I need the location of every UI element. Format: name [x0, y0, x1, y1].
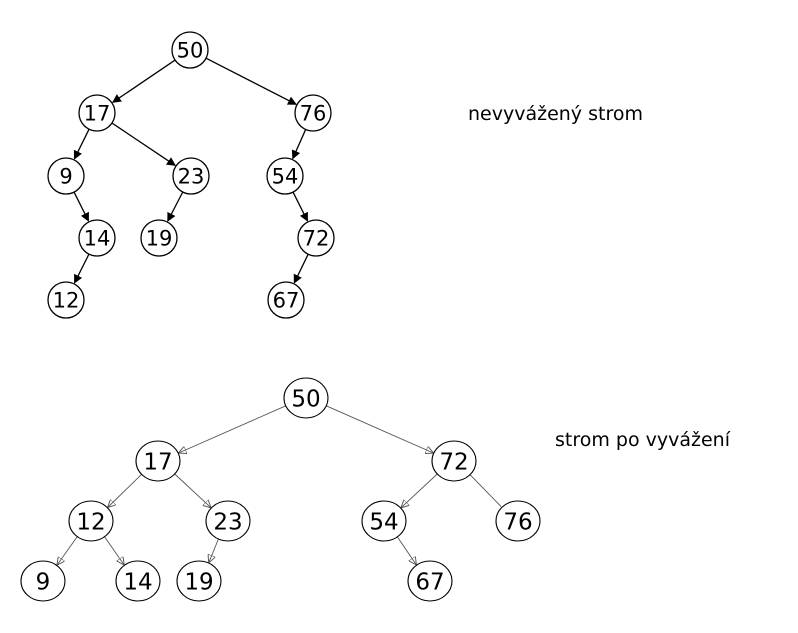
tree-node-54: 54 [361, 500, 407, 542]
edge-u23-u19 [167, 191, 184, 222]
node-label: 67 [273, 289, 300, 313]
edge-u9-u14 [73, 191, 90, 222]
tree-node-9: 9 [20, 560, 66, 602]
node-circle [267, 281, 305, 319]
node-label: 14 [123, 569, 152, 595]
node-circle [171, 31, 209, 69]
node-label: 50 [291, 386, 320, 412]
node-label: 76 [503, 509, 532, 535]
edge-b72-b54 [401, 473, 438, 507]
tree-node-67: 67 [267, 281, 305, 319]
node-circle [431, 440, 477, 482]
node-label: 72 [439, 449, 468, 475]
balanced-tree-caption: strom po vyvážení [555, 429, 730, 451]
edge-u17-u23 [111, 122, 176, 166]
edge-u72-u67 [293, 253, 309, 284]
tree-node-9: 9 [47, 157, 85, 195]
edge-u17-u9 [73, 128, 90, 160]
node-circle [205, 500, 251, 542]
tree-node-17: 17 [78, 94, 116, 132]
node-circle [47, 157, 85, 195]
tree-node-23: 23 [205, 500, 251, 542]
node-circle [297, 219, 335, 257]
edge-b54-b67 [397, 536, 416, 564]
tree-node-12: 12 [47, 281, 85, 319]
node-label: 54 [272, 165, 299, 189]
node-label: 54 [369, 509, 398, 535]
edge-b50-b72 [326, 405, 433, 453]
node-circle [266, 157, 304, 195]
node-label: 23 [178, 165, 205, 189]
edge-b17-b23 [174, 473, 211, 507]
unbalanced-tree-caption: nevyvážený strom [468, 103, 643, 125]
unbalanced-tree: 50 17 76 9 23 54 14 19 72 12 67 [47, 31, 335, 319]
edge-b72-b76 [469, 474, 502, 507]
tree-node-19: 19 [176, 560, 222, 602]
node-circle [20, 560, 66, 602]
node-label: 67 [415, 569, 444, 595]
tree-node-76: 76 [495, 500, 541, 542]
edge-u50-u76 [205, 57, 297, 105]
node-label: 9 [59, 165, 72, 189]
node-label: 12 [76, 509, 105, 535]
tree-node-76: 76 [294, 94, 332, 132]
edge-u14-u12 [73, 253, 90, 284]
node-label: 19 [146, 227, 173, 251]
node-label: 72 [303, 227, 330, 251]
node-circle [361, 500, 407, 542]
node-label: 17 [143, 449, 172, 475]
edge-u76-u54 [291, 129, 307, 160]
node-circle [172, 157, 210, 195]
edge-u50-u17 [111, 59, 176, 103]
node-circle [78, 219, 116, 257]
tree-node-14: 14 [115, 560, 161, 602]
tree-node-12: 12 [68, 500, 114, 542]
node-label: 19 [184, 569, 213, 595]
node-circle [78, 94, 116, 132]
node-circle [115, 560, 161, 602]
node-circle [495, 500, 541, 542]
node-label: 9 [36, 569, 51, 595]
tree-node-23: 23 [172, 157, 210, 195]
edge-b23-b19 [209, 538, 219, 562]
node-circle [140, 219, 178, 257]
node-label: 50 [177, 39, 204, 63]
node-circle [294, 94, 332, 132]
node-label: 23 [213, 509, 242, 535]
node-circle [68, 500, 114, 542]
node-circle [283, 377, 329, 419]
balanced-tree: 50 17 72 12 23 54 76 9 14 19 67 [20, 377, 541, 602]
tree-node-50: 50 [283, 377, 329, 419]
tree-node-19: 19 [140, 219, 178, 257]
node-circle [135, 440, 181, 482]
tree-node-72: 72 [297, 219, 335, 257]
tree-node-17: 17 [135, 440, 181, 482]
tree-node-54: 54 [266, 157, 304, 195]
tree-node-14: 14 [78, 219, 116, 257]
node-circle [176, 560, 222, 602]
node-label: 76 [300, 102, 327, 126]
tree-node-72: 72 [431, 440, 477, 482]
edge-b17-b12 [108, 474, 142, 507]
node-circle [47, 281, 85, 319]
node-label: 14 [84, 227, 111, 251]
node-label: 12 [53, 289, 80, 313]
edge-b50-b17 [179, 405, 286, 453]
edge-u54-u72 [292, 191, 309, 222]
node-label: 17 [84, 102, 111, 126]
node-circle [407, 560, 453, 602]
tree-node-50: 50 [171, 31, 209, 69]
edge-b12-b9 [57, 536, 78, 565]
edge-b12-b14 [104, 536, 124, 565]
tree-node-67: 67 [407, 560, 453, 602]
